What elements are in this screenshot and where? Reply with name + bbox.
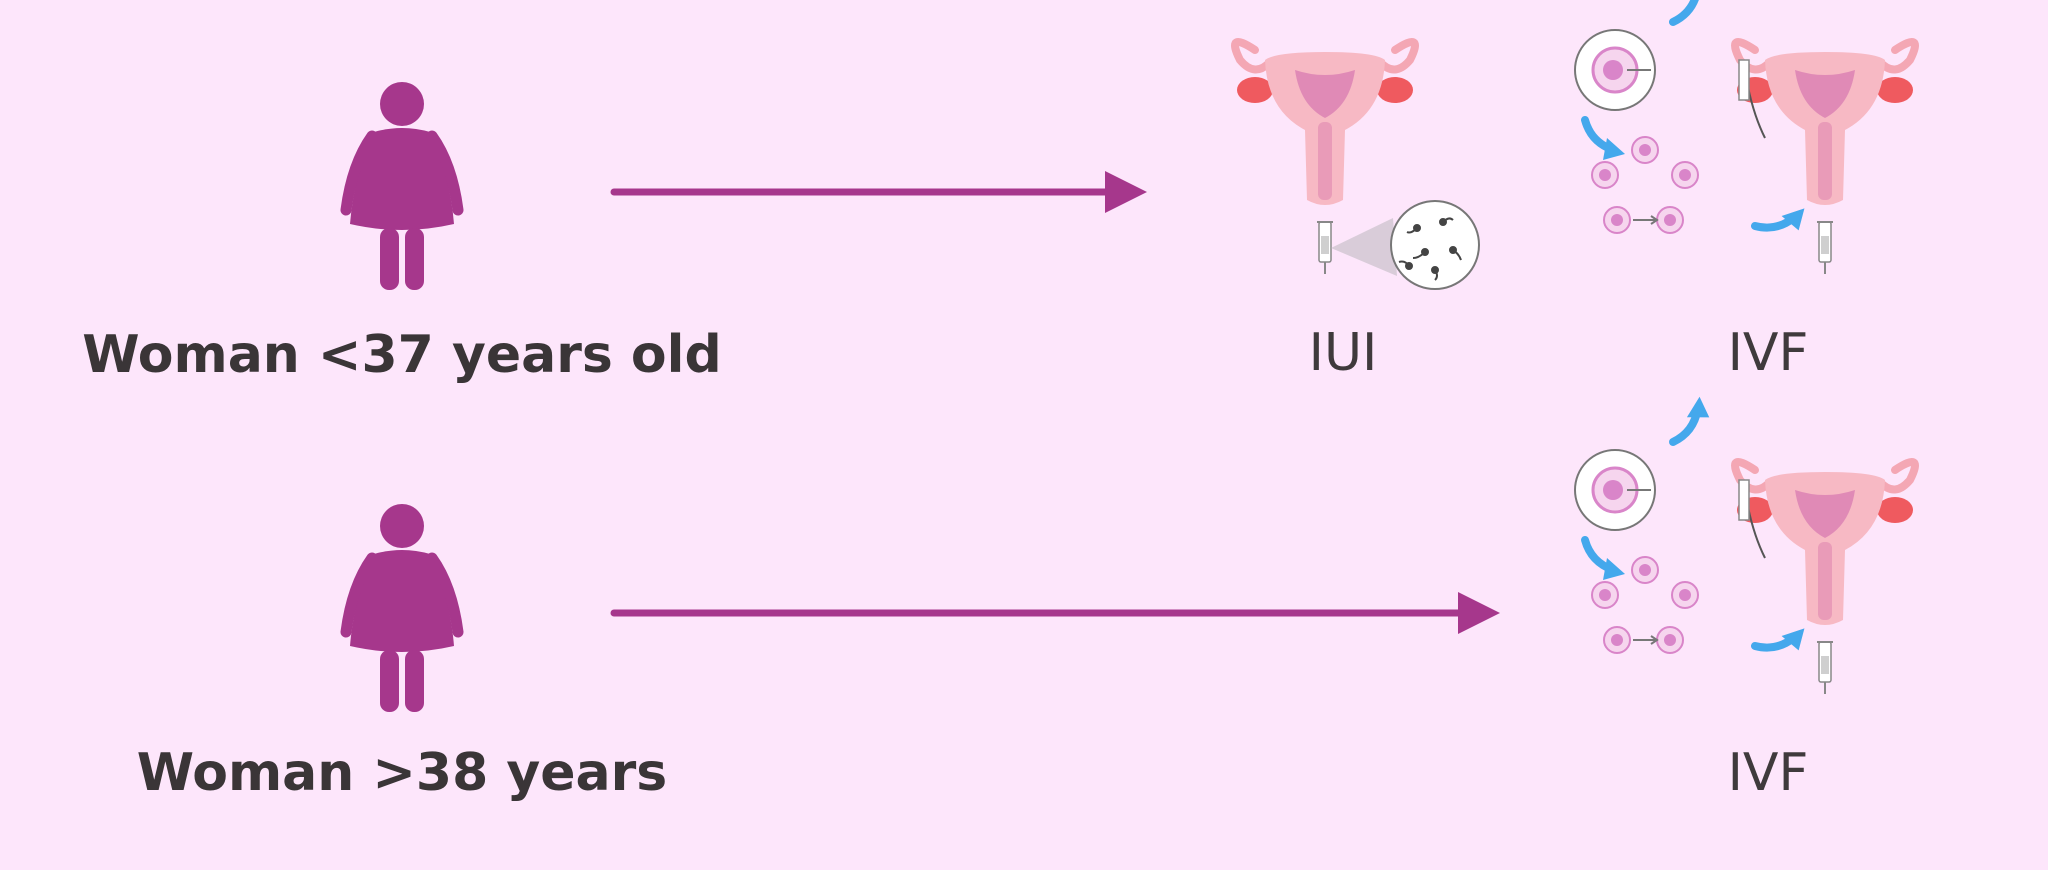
ivf-process-icon [1575,0,1915,274]
woman-icon [346,504,458,712]
ivf-process-icon [1575,396,1915,694]
iui-uterus-icon [1235,42,1479,289]
treatment-label: IVF [1728,743,1809,803]
row-1: Woman <37 years old IUI IVF [82,0,1915,385]
treatment-label: IUI [1309,323,1378,383]
treatment-label: IVF [1728,323,1809,383]
woman-icon [346,82,458,290]
row-2: Woman >38 years IVF [137,396,1915,803]
row-label: Woman >38 years [137,743,668,803]
row-label: Woman <37 years old [82,325,721,385]
